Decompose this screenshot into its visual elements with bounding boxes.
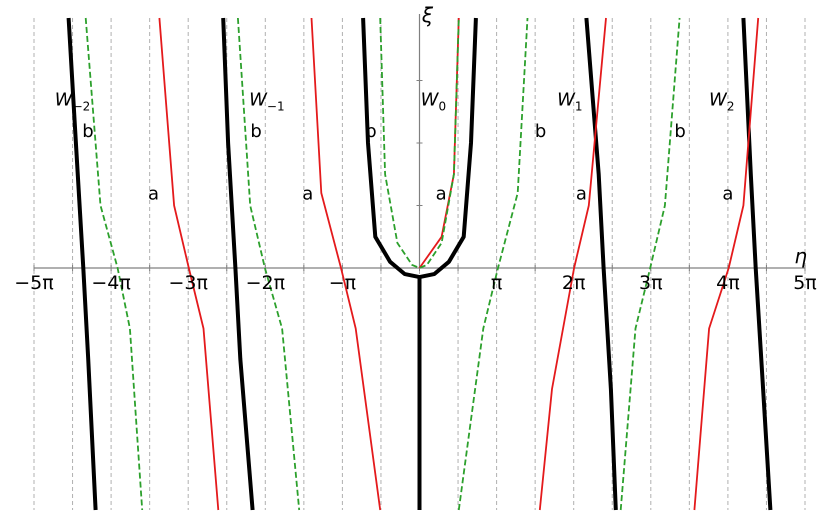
green-dashed-curve xyxy=(457,17,529,511)
region-label: W1 xyxy=(557,90,582,114)
black-curve xyxy=(221,17,255,511)
region-label-subscript: 0 xyxy=(438,100,446,114)
region-label: W2 xyxy=(709,90,734,114)
x-tick-label: −3π xyxy=(168,272,207,294)
curve-letter-label: b xyxy=(365,121,376,142)
black-curve xyxy=(584,17,618,511)
curve-letter-label: a xyxy=(576,183,587,204)
region-label-letter: W xyxy=(249,90,268,111)
curve-letter-label: a xyxy=(148,183,159,204)
curve-letter-label: b xyxy=(250,121,261,142)
region-label-subscript: −1 xyxy=(267,100,285,114)
x-axis-label: η xyxy=(794,244,807,268)
region-label-letter: W xyxy=(421,90,440,111)
x-tick-label: 4π xyxy=(716,272,740,294)
region-label-subscript: −2 xyxy=(73,100,91,114)
red-curve xyxy=(693,17,760,511)
region-label: W−2 xyxy=(55,90,91,114)
black-curve xyxy=(741,17,773,511)
x-tick-label: 2π xyxy=(562,272,586,294)
red-curve xyxy=(158,17,220,511)
x-tick-label: π xyxy=(491,272,502,294)
curve-letter-label: b xyxy=(535,121,546,142)
curves xyxy=(66,17,773,511)
tick-labels: −5π −4π −3π −2π −π π 2π 3π 4π 5π xyxy=(14,272,816,294)
red-curve xyxy=(538,17,607,511)
region-label: W0 xyxy=(421,90,446,114)
y-axis-label: ξ xyxy=(421,3,434,27)
curve-letter-label: b xyxy=(82,121,93,142)
green-dashed-curve xyxy=(619,17,681,511)
x-tick-label: 5π xyxy=(793,272,817,294)
green-dashed-curve xyxy=(237,17,301,511)
curve-letter-label: b xyxy=(674,121,685,142)
x-tick-label: −5π xyxy=(14,272,53,294)
red-curve xyxy=(310,17,382,511)
axes: ηξ xyxy=(33,3,807,271)
x-tick-label: 3π xyxy=(639,272,663,294)
curve-letter-label: a xyxy=(302,183,313,204)
curve-letter-label: a xyxy=(722,183,733,204)
region-label-subscript: 1 xyxy=(575,100,583,114)
region-label-letter: W xyxy=(557,90,576,111)
region-label-subscript: 2 xyxy=(727,100,735,114)
x-tick-label: −4π xyxy=(91,272,130,294)
x-tick-label: −π xyxy=(329,272,356,294)
red-curve xyxy=(418,17,460,269)
black-curve xyxy=(66,17,98,511)
region-label-letter: W xyxy=(709,90,728,111)
region-label-letter: W xyxy=(55,90,74,111)
green-dashed-curve xyxy=(84,17,144,511)
x-tick-label: −2π xyxy=(246,272,285,294)
region-label: W−1 xyxy=(249,90,285,114)
curve-letter-label: a xyxy=(436,183,447,204)
